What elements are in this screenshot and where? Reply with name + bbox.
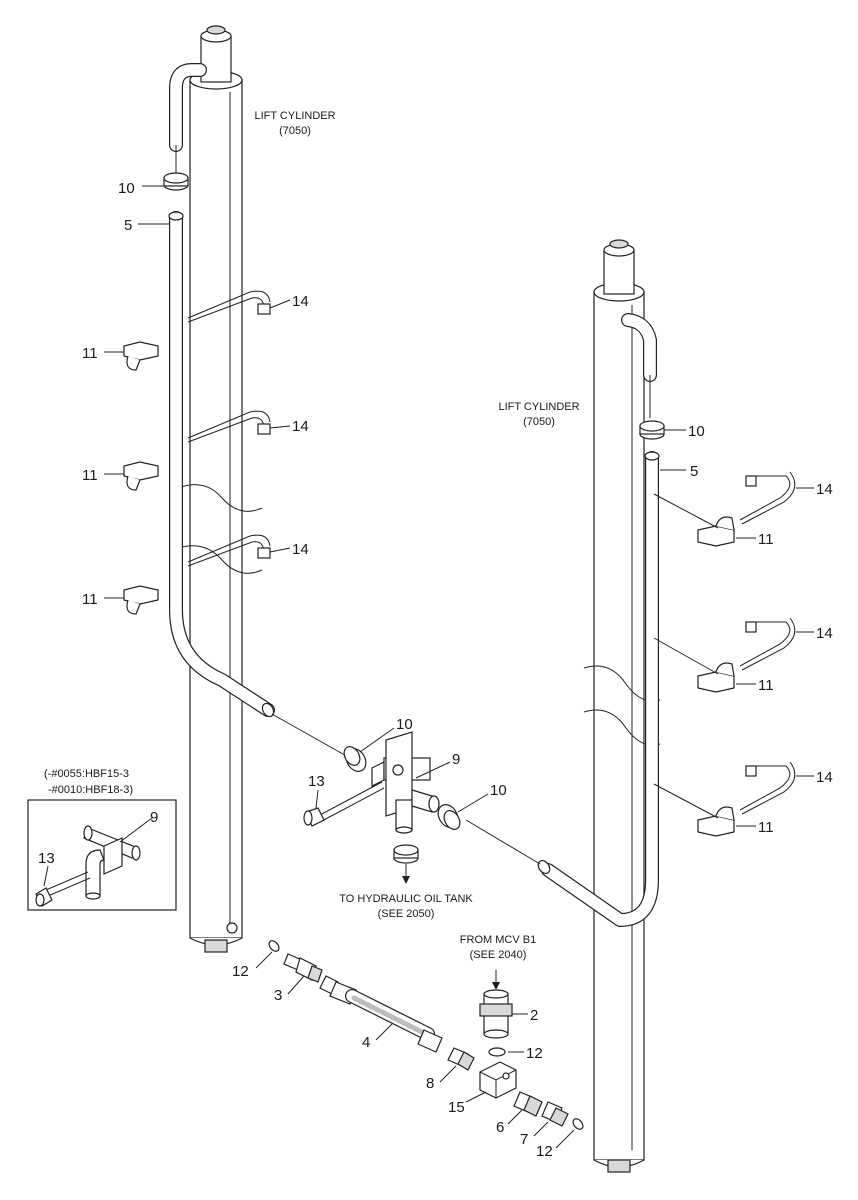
callout-8: 8 <box>426 1075 434 1092</box>
callout-15: 15 <box>448 1099 465 1116</box>
callout-11-b: 11 <box>82 467 98 484</box>
cylinder-right-ref: (7050) <box>523 416 555 428</box>
callout-11-f: 11 <box>758 819 774 836</box>
adapter-3 <box>283 953 323 983</box>
from-mcv-label: FROM MCV B1 <box>460 934 536 946</box>
pipe-clip-left-a <box>123 341 159 371</box>
tee-fitting <box>371 731 440 834</box>
inset-bolt <box>35 871 91 907</box>
cable-tie-right-c <box>739 761 796 815</box>
block-15 <box>479 1061 517 1099</box>
cable-tie-left-a <box>187 290 271 323</box>
o-ring-mid <box>488 1047 506 1057</box>
to-tank-label: TO HYDRAULIC OIL TANK <box>339 893 473 905</box>
callout-6: 6 <box>496 1119 504 1136</box>
callout-10-right: 10 <box>688 423 705 440</box>
cylinder-left-label: LIFT CYLINDER <box>254 110 335 122</box>
connector-6 <box>513 1091 543 1117</box>
cable-tie-right-a <box>739 471 796 525</box>
callout-5-left: 5 <box>124 217 132 234</box>
callout-11-c: 11 <box>82 591 98 608</box>
pipe-clip-right-a <box>653 493 735 547</box>
lift-cylinder-left <box>177 25 263 953</box>
bolt-tee <box>303 781 385 827</box>
cylinder-left-ref: (7050) <box>279 125 311 137</box>
to-tank-ref: (SEE 2050) <box>378 908 435 920</box>
callout-leaders <box>43 185 814 1149</box>
callout-11-e: 11 <box>758 677 774 694</box>
callout-9-inset: 9 <box>150 809 158 826</box>
from-mcv-ref: (SEE 2040) <box>470 949 527 961</box>
tube-assembly-right <box>465 313 660 927</box>
callout-14-c: 14 <box>292 541 309 558</box>
hose-clamp-tank <box>393 844 419 864</box>
adapter-7 <box>541 1101 569 1127</box>
hose-clamp-tee-right <box>437 804 461 830</box>
hose-clamp-right-top <box>639 420 665 440</box>
o-ring-left <box>268 940 280 952</box>
callout-12-left: 12 <box>232 963 249 980</box>
cable-tie-left-c <box>187 534 271 567</box>
pipe-clip-right-c <box>653 783 735 837</box>
callout-11-a: 11 <box>82 345 98 362</box>
o-ring-right <box>572 1118 584 1130</box>
callout-3: 3 <box>274 987 282 1004</box>
inset-label-line1: (-#0055:HBF15-3 <box>44 768 129 780</box>
hose-clamp-tee-left <box>343 746 367 772</box>
callout-14-a: 14 <box>292 293 309 310</box>
callout-14-d: 14 <box>816 481 833 498</box>
callout-7: 7 <box>520 1131 528 1148</box>
lift-cylinder-right <box>583 239 661 1173</box>
callout-13-inset: 13 <box>38 850 55 867</box>
tube-assembly-left <box>168 63 351 759</box>
check-valve-2 <box>479 970 513 1039</box>
callout-10-tee-right: 10 <box>490 782 507 799</box>
callout-4: 4 <box>362 1034 370 1051</box>
callout-5-right: 5 <box>690 463 698 480</box>
hose-4 <box>319 975 443 1053</box>
pipe-clip-left-b <box>123 461 159 491</box>
cylinder-right-label: LIFT CYLINDER <box>498 401 579 413</box>
callout-10-tee-left: 10 <box>396 716 413 733</box>
pipe-clip-left-c <box>123 585 159 615</box>
inset-label-line2: -#0010:HBF18-3) <box>48 784 133 796</box>
callout-14-f: 14 <box>816 769 833 786</box>
connector-8 <box>447 1047 475 1071</box>
pipe-clip-right-b <box>653 637 735 693</box>
cable-tie-right-b <box>739 617 796 671</box>
callout-10-left: 10 <box>118 180 135 197</box>
cable-tie-left-b <box>187 410 271 443</box>
callout-11-d: 11 <box>758 531 774 548</box>
callout-13-tee: 13 <box>308 773 325 790</box>
callout-2: 2 <box>530 1007 538 1024</box>
arrow-to-tank <box>402 864 410 884</box>
callout-9-tee: 9 <box>452 751 460 768</box>
callout-12-right: 12 <box>536 1143 553 1160</box>
callout-14-e: 14 <box>816 625 833 642</box>
callout-14-b: 14 <box>292 418 309 435</box>
callout-12-mid: 12 <box>526 1045 543 1062</box>
hose-clamp-left-top <box>163 172 189 191</box>
